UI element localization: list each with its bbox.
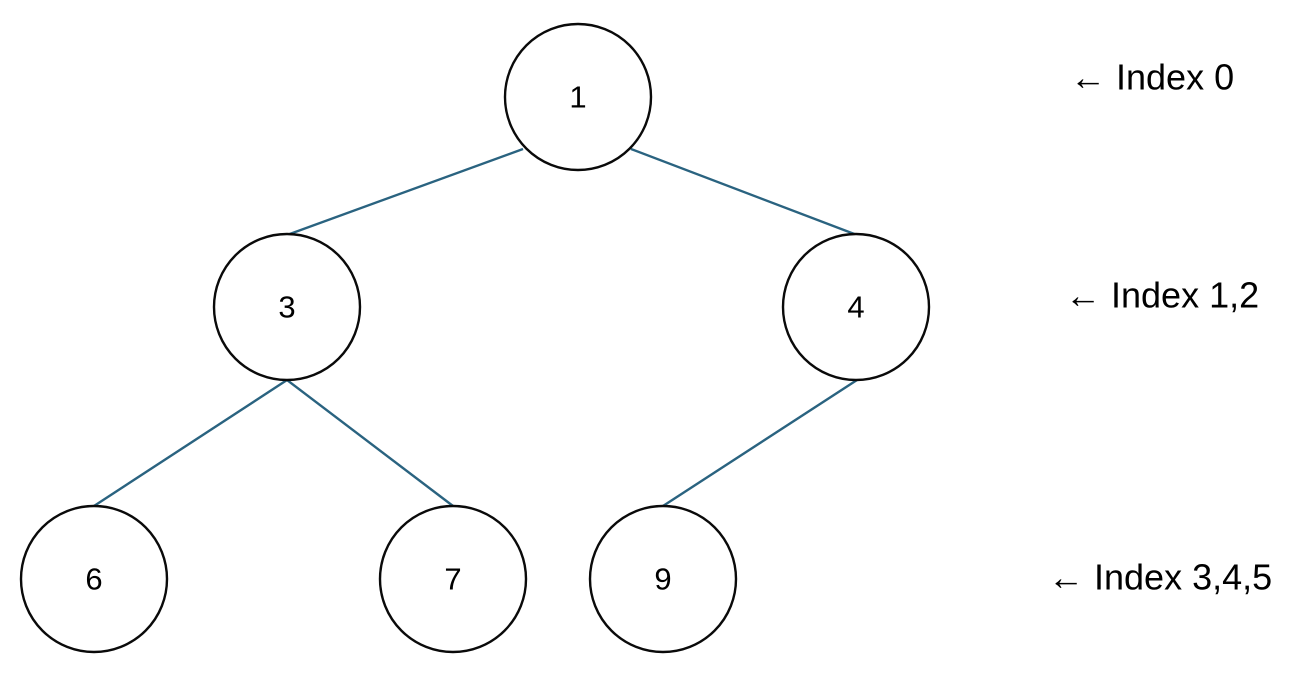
edge-n0-n1 xyxy=(286,147,524,237)
edge-n1-n3 xyxy=(93,378,288,508)
node-value: 7 xyxy=(444,562,461,597)
edge-n1-n4 xyxy=(286,379,454,507)
tree-node: 7 xyxy=(378,504,528,654)
index-label-level-0: ← Index 0 xyxy=(1070,57,1234,98)
tree-node: 9 xyxy=(588,504,738,654)
edge-n2-n5 xyxy=(662,378,858,508)
index-labels: ← Index 0 ← Index 1,2 ← Index 3,4,5 xyxy=(1048,57,1272,598)
node-circle xyxy=(588,504,738,654)
node-circle xyxy=(378,504,528,654)
nodes-layer: 1 3 4 6 7 9 xyxy=(19,22,931,654)
edges-layer xyxy=(93,147,858,508)
index-label-level-2: ← Index 3,4,5 xyxy=(1048,557,1272,598)
node-value: 4 xyxy=(847,290,864,325)
node-circle xyxy=(212,232,362,382)
node-value: 1 xyxy=(569,80,586,115)
tree-node: 3 xyxy=(212,232,362,382)
node-value: 6 xyxy=(85,562,102,597)
edge-n0-n2 xyxy=(630,147,858,237)
tree-node: 1 xyxy=(503,22,653,172)
node-circle xyxy=(19,504,169,654)
node-value: 3 xyxy=(278,290,295,325)
tree-node: 6 xyxy=(19,504,169,654)
tree-node: 4 xyxy=(781,232,931,382)
node-circle xyxy=(503,22,653,172)
index-label-level-1: ← Index 1,2 xyxy=(1065,275,1259,316)
node-circle xyxy=(781,232,931,382)
node-value: 9 xyxy=(654,562,671,597)
